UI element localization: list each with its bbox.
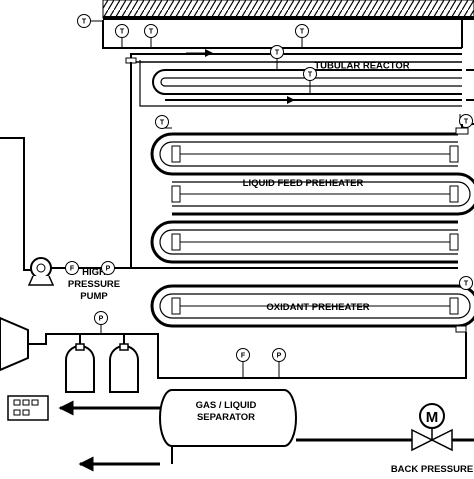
pressure-gauge-cylinders: P [94,311,108,334]
high-pressure-pump [27,257,55,286]
svg-text:F: F [70,266,75,273]
tubular-reactor-coil [125,53,462,107]
pressure-gauge-oxidant: P [272,348,286,378]
flow-meter-oxidant: F [236,348,250,378]
pressure-gauge-pump: P [101,261,115,275]
compressor [0,316,29,372]
flow-meter-pump: F [65,261,79,275]
gas-cylinder-1 [65,343,95,393]
temperature-sensor-heater: T [77,14,103,28]
tubular-reactor-label: TUBULAR REACTOR [314,61,409,72]
oxidant-preheater-label: OXIDANT PREHEATER [266,302,369,313]
gas-liquid-separator [159,389,297,447]
back-pressure-label: BACK PRESSURE [391,464,473,474]
gas-analyzer-box [7,395,49,421]
pump-label-line1: HIGH [82,267,106,278]
svg-text:T: T [464,119,469,126]
svg-text:F: F [241,353,246,360]
svg-text:T: T [160,120,165,127]
svg-text:T: T [275,50,280,57]
svg-text:T: T [149,29,154,36]
svg-text:T: T [120,29,125,36]
temperature-sensor-inlet: T [115,24,129,48]
heater-block [102,0,474,20]
temperature-sensor-reactor-2: T [303,67,317,94]
temperature-sensor-top-2: T [144,24,158,48]
svg-text:T: T [308,72,313,79]
temperature-sensor-reactor-1: T [270,45,284,70]
temperature-sensor-oxidant: T [459,276,473,290]
reactor-frame [102,20,463,49]
gas-cylinder-2 [109,343,139,393]
temperature-sensor-riser: T [155,115,172,129]
pump-label-line2: PRESSURE [68,279,120,290]
separator-label-line2: SEPARATOR [197,412,255,423]
svg-text:M: M [426,409,439,426]
temperature-sensor-top-3: T [295,24,309,48]
svg-text:T: T [300,29,305,36]
svg-text:P: P [277,353,282,360]
back-pressure-valve [411,428,453,452]
separator-label-line1: GAS / LIQUID [196,400,257,411]
motor-actuator: M [419,403,445,429]
svg-text:P: P [106,266,111,273]
svg-text:T: T [464,281,469,288]
svg-text:T: T [82,19,87,26]
feed-line-left [0,137,458,271]
svg-text:P: P [99,316,104,323]
liquid-feed-preheater [150,124,474,264]
liquid-feed-preheater-label: LIQUID FEED PREHEATER [243,178,364,189]
oxidant-preheater [150,284,474,333]
pump-label-line3: PUMP [80,291,108,302]
